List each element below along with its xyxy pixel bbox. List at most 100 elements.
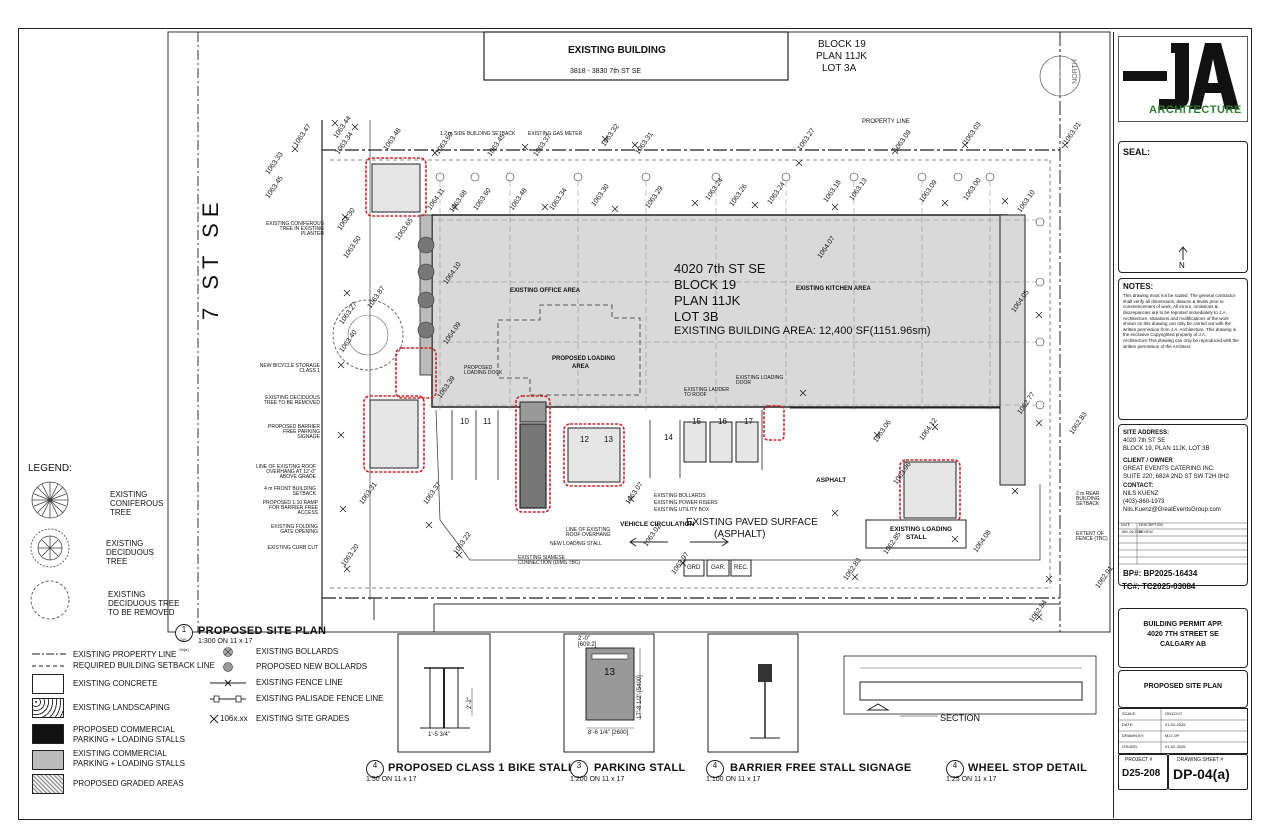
parking-dim-width: 8'-6 1/4" [2600]	[588, 730, 629, 736]
note-front-setback: 4 m FRONT BUILDING SETBACK	[264, 486, 316, 497]
legend-fence-line: EXISTING FENCE LINE	[256, 678, 343, 687]
site-address-2: BLOCK 19, PLAN 11JK, LOT 3B	[1123, 446, 1210, 452]
legend-tree2-l2: DECIDUOUS	[106, 548, 155, 557]
stall-10: 10	[460, 417, 469, 426]
neighbor-plan: PLAN 11JK	[816, 51, 867, 62]
parking-stall-number: 13	[604, 667, 616, 678]
loading-area-label1: PROPOSED LOADING	[552, 356, 616, 362]
office-area-label: EXISTING OFFICE AREA	[510, 288, 581, 294]
paved-surface-label1: EXISTING PAVED SURFACE	[686, 517, 818, 528]
legend-tree3-l3: TO BE REMOVED	[108, 608, 175, 617]
legend-existing-l1: EXISTING COMMERCIAL	[73, 749, 167, 758]
north-arrow-icon: N	[1178, 246, 1188, 270]
legend-graded: PROPOSED GRADED AREAS	[73, 779, 184, 788]
legend-tree3-l1: EXISTING	[108, 590, 146, 599]
legend-tree-symbols	[30, 481, 70, 620]
firm-logo-icon	[1123, 43, 1239, 109]
legend-line-symbols	[32, 653, 66, 667]
note-rear-setback: 2 m REAR BUILDING SETBACK	[1076, 491, 1100, 507]
legend-landscaping-swatch	[32, 698, 64, 718]
contact-3: Nils.Kuenz@GreatEventsGroup.com	[1123, 507, 1221, 513]
client-2: SUITE 220; 6824 2ND ST SW T2H 0H2	[1123, 474, 1229, 480]
seal-label: SEAL:	[1123, 147, 1150, 157]
drawn-label: DRAWN BY:	[1122, 733, 1145, 738]
parking-dim-length: 17'-8 1/2" [5400]	[636, 675, 643, 719]
parking-detail-title: PARKING STALL	[594, 762, 686, 774]
note-siamese: EXISTING SIAMESE CONNECTION (DIMS TBC)	[518, 555, 581, 566]
legend-palisade-fence: EXISTING PALISADE FENCE LINE	[256, 694, 384, 703]
stall-13: 13	[604, 435, 613, 444]
legend-tree2-l3: TREE	[106, 557, 128, 566]
sheet-number-label: DRAWING SHEET #	[1177, 757, 1224, 763]
legend-graded-swatch	[32, 774, 64, 794]
legend-proposed-l1: PROPOSED COMMERCIAL	[73, 725, 175, 734]
neighbor-building	[483, 31, 789, 81]
scale-label: SCALE:	[1122, 711, 1137, 716]
legend-site-grades: EXISTING SITE GRADES	[256, 714, 350, 723]
paved-surface-label2: (ASPHALT)	[714, 529, 766, 540]
bin-grd: GRD	[687, 565, 701, 571]
parking-detail-scale: 1:200 ON 11 x 17	[570, 776, 625, 783]
legend-proposed-stalls-swatch	[32, 724, 64, 744]
stall-11: 11	[483, 417, 492, 426]
tree-to-remove	[332, 299, 404, 371]
issued-label: ISSUED:	[1122, 744, 1139, 749]
scale-value: ON11X17	[1165, 711, 1183, 716]
bike-detail-title: PROPOSED CLASS 1 BIKE STALL	[388, 762, 575, 774]
wheelstop-detail-scale: 1:25 ON 11 x 17	[946, 776, 997, 783]
rev-date-1: JAN. 06 2026	[1121, 530, 1143, 534]
drawing-info-table: SCALE: ON11X17 DATE: 01-02-2026 DRAWN BY…	[1118, 708, 1248, 754]
stall-16: 16	[718, 417, 727, 426]
note-utility-box: EXISTING UTILITY BOX	[654, 507, 710, 513]
stall-14: 14	[664, 433, 673, 442]
existing-building-label: EXISTING BUILDING	[568, 45, 666, 56]
legend-existing-bollards: EXISTING BOLLARDS	[256, 647, 339, 656]
address-line2: BLOCK 19	[674, 277, 737, 292]
contact-label: CONTACT:	[1123, 483, 1154, 489]
issued-value: 01-02-2026	[1165, 744, 1186, 749]
revision-table	[1119, 522, 1247, 565]
sheet-number-box: DRAWING SHEET # DP-04(a)	[1168, 754, 1248, 790]
firm-logo-text: JA	[1179, 57, 1181, 59]
project-title-box: BUILDING PERMIT APP. 4020 7TH STREET SE …	[1118, 608, 1248, 668]
date-value: 01-02-2026	[1165, 722, 1186, 727]
kitchen-area-label: EXISTING KITCHEN AREA	[796, 286, 871, 292]
existing-building-address: 3818 - 3830 7th ST SE	[570, 68, 642, 75]
tc-number: TC#: TC2025-03084	[1122, 582, 1196, 591]
legend-right-symbols	[209, 647, 246, 724]
sheet-title-box: PROPOSED SITE PLAN	[1118, 670, 1248, 708]
legend-landscaping: EXISTING LANDSCAPING	[73, 703, 170, 712]
wheelstop-detail-num: 4	[952, 761, 958, 770]
rev-desc-header: DESCRIPTION	[1139, 523, 1163, 527]
note-ramp: PROPOSED 1:10 RAMP FOR BARRIER FREE ACCE…	[262, 500, 318, 516]
note-loading-door: EXISTING LOADING DOOR	[736, 375, 784, 386]
existing-building-footprint	[431, 214, 1008, 408]
address-line1: 4020 7th ST SE	[674, 261, 766, 276]
firm-logo-box: ARCHITECTURE JA	[1118, 36, 1248, 122]
bike-detail-num: 4	[372, 761, 378, 770]
legend-tree1-l1: EXISTING	[110, 490, 148, 499]
note-tree-removed: EXISTING DECIDUOUS TREE TO BE REMOVED	[263, 395, 320, 406]
site-plan-scale: 1:300 ON 11 x 17	[198, 638, 253, 645]
project-number: D25-208	[1122, 768, 1161, 779]
seal-box: SEAL: N	[1118, 141, 1248, 273]
gas-meter-label: EXISTING GAS METER	[528, 131, 583, 137]
parking-detail-num: 3	[576, 761, 582, 770]
legend-tree1-l3: TREE	[110, 508, 132, 517]
legend-concrete-swatch	[32, 674, 64, 694]
notes-title: NOTES:	[1123, 282, 1154, 291]
project-number-box: PROJECT # D25-208	[1118, 754, 1168, 790]
wheelstop-detail-bubble: 4	[946, 760, 964, 778]
notes-body: This drawing must not be scaled. The gen…	[1123, 293, 1239, 349]
site-plan-detail-num: 1	[181, 625, 187, 634]
contact-1: NILS KUENZ	[1123, 491, 1159, 497]
firm-name: ARCHITECTURE	[1149, 104, 1242, 116]
project-title-1: BUILDING PERMIT APP.	[1143, 621, 1223, 628]
loading-stall-label1: EXISTING LOADING	[890, 526, 953, 533]
wheelstop-detail-title: WHEEL STOP DETAIL	[968, 762, 1088, 774]
neighbor-lot: LOT 3A	[822, 63, 857, 74]
contact-2: (403)-860-1973	[1123, 499, 1165, 505]
legend-existing-l2: PARKING + LOADING STALLS	[73, 759, 185, 768]
